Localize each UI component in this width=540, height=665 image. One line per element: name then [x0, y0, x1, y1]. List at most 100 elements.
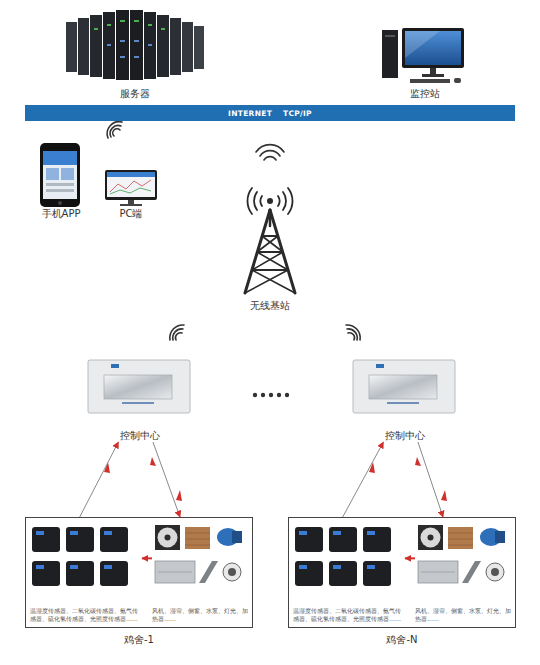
server-racks-part [144, 12, 156, 79]
radio-tower-part [257, 251, 283, 253]
sensor-panel: 温湿度传感器、二氧化碳传感器、氨气传感器、硫化氢传感器、光照度传感器…… [293, 522, 405, 623]
server-racks-part [182, 22, 193, 72]
ellipsis-dots-part [261, 393, 265, 397]
server-racks-part [78, 18, 89, 75]
coop-devices-n [295, 525, 505, 586]
server-racks-part [107, 40, 152, 58]
server-racks-part [157, 15, 169, 77]
mobile-phone-part [40, 143, 80, 207]
node-label: PC端 [119, 207, 142, 220]
node-label: 鸡舍-N [289, 633, 515, 647]
radio-tower-part [262, 236, 283, 252]
node-label: 无线基站 [250, 299, 290, 312]
server-racks-part-part [161, 28, 165, 30]
radio-tower-part [254, 192, 257, 210]
radio-tower-part [247, 188, 252, 214]
radio-tower-part [245, 270, 288, 293]
monitor-station-part [430, 68, 436, 74]
node-label: INTERNET TCP/IP [228, 109, 312, 118]
connector-arrow [343, 442, 384, 517]
mobile-phone-part [46, 183, 74, 186]
flow-arrow-marks-part [150, 457, 156, 466]
pc-monitor-part [128, 200, 134, 204]
node-label: 温湿度传感器、二氧化碳传感器、氨气传感器、硫化氢传感器、光照度传感器…… [30, 607, 142, 623]
monitor-station-part [454, 78, 461, 83]
server-racks-part [66, 22, 77, 72]
ellipsis-dots-part [285, 393, 289, 397]
node-label: 手机APP [42, 207, 81, 220]
node-label: 监控站 [410, 87, 440, 100]
pc-monitor [105, 170, 157, 206]
monitor-station-part [385, 35, 395, 37]
radio-tower-part [257, 236, 278, 252]
control-device [88, 360, 455, 413]
connector-arrow [80, 442, 119, 517]
node-label: 温湿度传感器、二氧化碳传感器、氨气传感器、硫化氢传感器、光照度传感器…… [293, 607, 405, 623]
coop-devices-use [295, 525, 505, 586]
server-racks-part-part [148, 44, 152, 46]
phone-node: 手机APP [35, 140, 87, 220]
control-device-part [353, 360, 455, 413]
server-racks [66, 10, 204, 80]
mobile-phone [40, 143, 80, 207]
control-device-part [376, 364, 384, 368]
monitor-node: 监控站 [375, 20, 475, 100]
network-band: INTERNET TCP/IP [25, 105, 515, 121]
radio-tower-part [257, 252, 288, 270]
server-racks-part [170, 18, 181, 75]
monitor-station-part [382, 30, 398, 78]
actuator-panel: 风机、湿帘、侧窗、水泵、灯光、加热器…… [152, 522, 250, 623]
mobile-phone-part [46, 189, 74, 192]
monitor-station-part [405, 31, 440, 58]
control-device-part [88, 360, 190, 413]
ellipsis-dots-part [269, 393, 273, 397]
server-racks-part [116, 10, 129, 80]
control-device-part [122, 402, 154, 404]
node-label: 控制中心 [385, 429, 425, 442]
pc-monitor-part [120, 204, 142, 206]
monitor-station [382, 28, 464, 83]
ellipsis-dots-part [253, 393, 257, 397]
wifi-signal-part [113, 129, 120, 136]
wifi-signal-part [173, 329, 183, 340]
server-racks-part [103, 12, 115, 79]
wifi-signal-part [175, 333, 182, 340]
wifi-signal-part [107, 122, 122, 138]
mobile-phone-part [58, 201, 62, 205]
server-racks-part-part [120, 56, 125, 58]
tower-node: 无线基站 [228, 186, 312, 312]
server-racks-part-part [107, 24, 111, 26]
wifi-signal-part [264, 157, 276, 160]
node-label: 风机、湿帘、侧窗、水泵、灯光、加热器…… [152, 607, 250, 623]
connector-arrow [418, 442, 443, 517]
server-racks-part [130, 10, 143, 80]
radio-tower-part [288, 188, 293, 214]
node-label: 风机、湿帘、侧窗、水泵、灯光、加热器…… [415, 607, 513, 623]
connector-arrow [142, 557, 152, 559]
radio-tower-part [260, 196, 262, 206]
server-racks-part-part [134, 40, 139, 42]
node-label: 鸡舍-1 [26, 633, 252, 647]
pc-monitor-part [107, 172, 155, 177]
server-racks-part-part [148, 24, 152, 26]
wifi-signal-part [256, 145, 284, 152]
monitor-station-part [402, 28, 464, 68]
server-racks-part-part [120, 20, 125, 22]
connector-arrow [153, 442, 180, 517]
sensor-panel: 温湿度传感器、二氧化碳传感器、氨气传感器、硫化氢传感器、光照度传感器…… [30, 522, 142, 623]
control-device-part [111, 364, 119, 368]
pc-monitor-part [110, 180, 151, 192]
radio-tower-part [252, 270, 295, 293]
ellipsis-dots [253, 393, 289, 397]
coop-devices-1 [32, 525, 242, 586]
pc-node: PC端 [100, 165, 162, 220]
pc-monitor-part [110, 188, 151, 194]
radio-tower-part [267, 198, 273, 204]
flow-arrow-marks-part [176, 490, 182, 501]
flow-arrow-marks-part [441, 490, 447, 501]
connector-arrow [405, 557, 415, 559]
server-racks-part [90, 15, 102, 77]
